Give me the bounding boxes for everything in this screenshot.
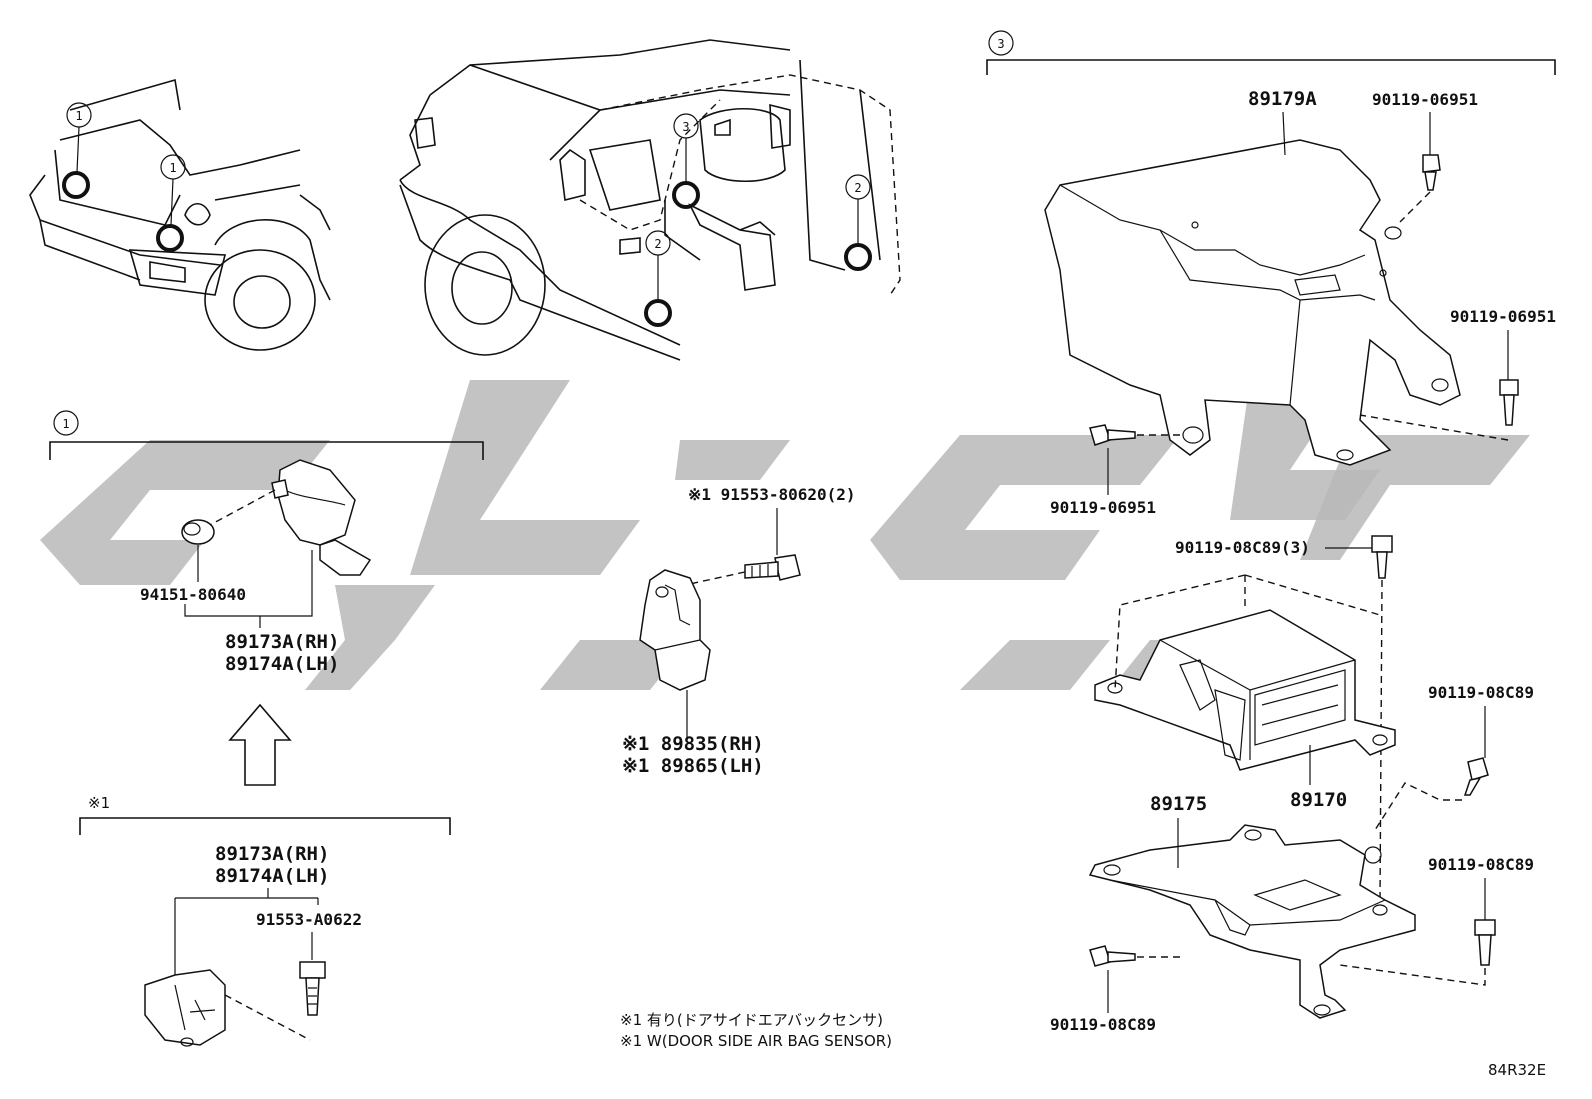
label-90119-06951-top[interactable]: 90119-06951 <box>1372 90 1478 109</box>
bracket-89179A-drawing <box>1044 139 1461 466</box>
svg-text:1: 1 <box>62 417 69 431</box>
plate-89175-drawing <box>1088 824 1416 1019</box>
callout-2b-label: 2 <box>854 181 861 195</box>
label-90119-06951-right[interactable]: 90119-06951 <box>1450 307 1556 326</box>
bolt-90119-08C89-bottom-left <box>1089 945 1136 967</box>
section-3-header: 3 <box>986 30 1556 75</box>
vehicle-front-illustration <box>29 78 331 351</box>
label-89865-LH[interactable]: ※1 89865(LH) <box>622 755 764 777</box>
bolt-90119-06951-top <box>1422 154 1441 191</box>
sensor-89835-drawing <box>639 569 711 691</box>
label-89835-RH[interactable]: ※1 89835(RH) <box>622 733 764 755</box>
callout-2a[interactable]: 2 <box>644 230 672 327</box>
label-90119-06951-left[interactable]: 90119-06951 <box>1050 498 1156 517</box>
bolt-90119-08C89-right-lower <box>1474 919 1496 966</box>
diagram-code: 84R32E <box>1488 1061 1546 1079</box>
sensor-89173A-drawing <box>271 459 372 576</box>
clip-94151-80640-drawing <box>181 519 215 545</box>
note-line-1: ※1 有り(ドアサイドエアバックセンサ) <box>620 1011 883 1029</box>
label-89173A-RH-alt[interactable]: 89173A(RH) <box>215 843 329 865</box>
label-89173A-RH[interactable]: 89173A(RH) <box>225 631 339 653</box>
bolt-91553-80620-drawing <box>744 554 801 581</box>
vehicle-interior-illustration <box>399 39 901 361</box>
bolt-90119-08C89-3 <box>1371 535 1393 579</box>
label-89170[interactable]: 89170 <box>1290 789 1347 811</box>
label-90119-08C89-3[interactable]: 90119-08C89(3) <box>1175 538 1310 557</box>
up-arrow <box>228 703 292 786</box>
note-line-2: ※1 W(DOOR SIDE AIR BAG SENSOR) <box>620 1032 892 1050</box>
callout-3-label: 3 <box>682 120 689 134</box>
ecu-89170-drawing <box>1094 609 1396 771</box>
callout-1a-label: 1 <box>75 109 82 123</box>
section-1-header: 1 <box>49 410 484 460</box>
bolt-91553-A0622-drawing <box>299 961 326 1016</box>
label-90119-08C89-right-upper[interactable]: 90119-08C89 <box>1428 683 1534 702</box>
bolt-90119-06951-right <box>1499 379 1519 426</box>
callout-1a[interactable]: 1 <box>62 102 92 199</box>
label-89175[interactable]: 89175 <box>1150 793 1207 815</box>
label-90119-08C89-bottom-left[interactable]: 90119-08C89 <box>1050 1015 1156 1034</box>
callout-1b-label: 1 <box>169 161 176 175</box>
label-90119-08C89-right-lower[interactable]: 90119-08C89 <box>1428 855 1534 874</box>
callout-2a-label: 2 <box>654 237 661 251</box>
svg-text:※1: ※1 <box>88 794 110 812</box>
section-x1-header: ※1 <box>79 794 451 835</box>
callout-3-interior[interactable]: 3 <box>672 113 700 209</box>
label-91553-80620[interactable]: ※1 91553-80620(2) <box>688 485 856 504</box>
label-89174A-LH-alt[interactable]: 89174A(LH) <box>215 865 329 887</box>
label-91553-A0622[interactable]: 91553-A0622 <box>256 910 362 929</box>
callout-2b[interactable]: 2 <box>844 174 872 271</box>
label-89179A[interactable]: 89179A <box>1248 88 1317 110</box>
bolt-90119-06951-left <box>1089 424 1136 446</box>
callout-1b[interactable]: 1 <box>156 154 186 252</box>
label-94151-80640[interactable]: 94151-80640 <box>140 585 246 604</box>
sensor-alt-drawing <box>144 969 226 1047</box>
label-89174A-LH[interactable]: 89174A(LH) <box>225 653 339 675</box>
bolt-90119-08C89-right-upper <box>1463 757 1489 796</box>
svg-text:3: 3 <box>997 37 1004 51</box>
